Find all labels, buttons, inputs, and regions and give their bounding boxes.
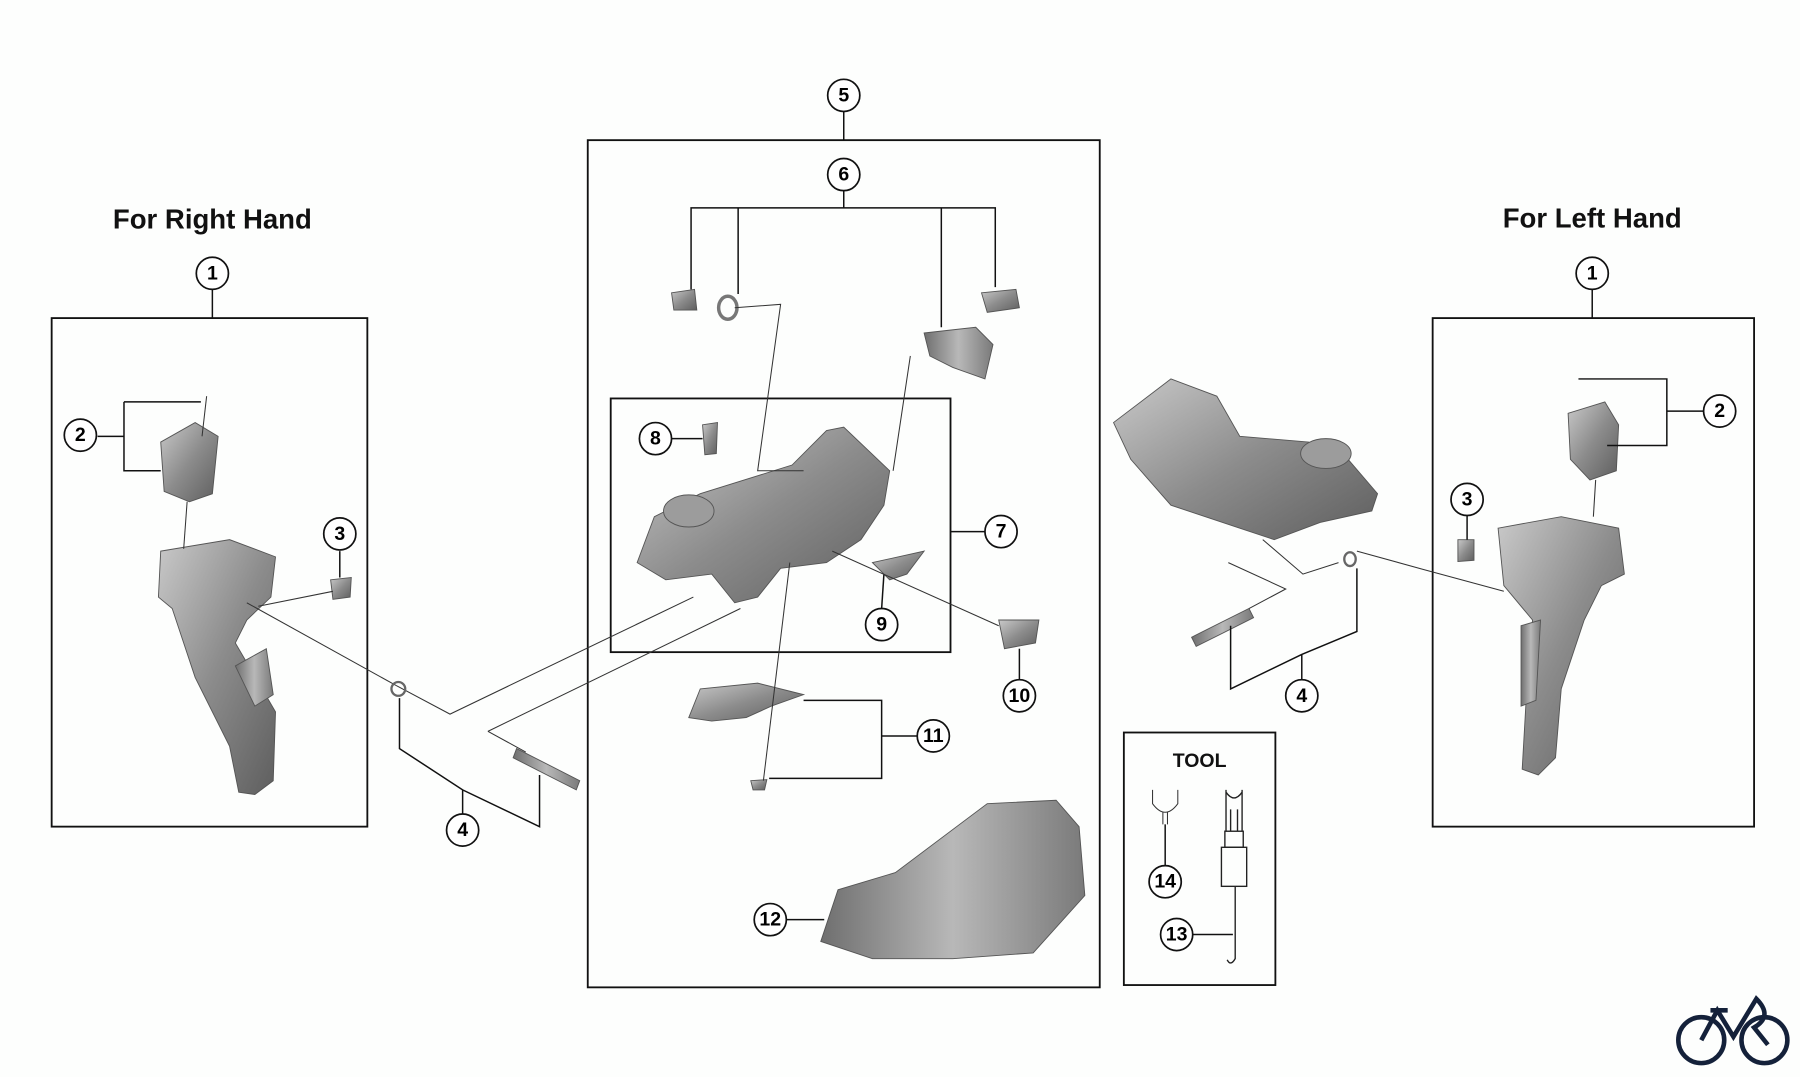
lever-spring-part [871,550,926,581]
clamp-bolt-part [980,288,1020,313]
bracket-body-box [609,397,952,654]
svg-text:1: 1 [1587,262,1598,284]
callout-l3: 3 [1450,482,1485,517]
callout-l4: 4 [1284,678,1319,713]
callout-c10: 10 [1002,678,1037,713]
callout-t13: 13 [1159,917,1194,952]
left-lever-part [1457,401,1625,776]
right-hand-title: For Right Hand [113,204,312,235]
svg-text:8: 8 [650,428,661,450]
svg-text:3: 3 [1462,488,1473,510]
cover-screw-part [750,779,768,791]
bolt-part [671,288,698,311]
left-pin-part [1190,607,1255,648]
svg-text:13: 13 [1166,924,1188,946]
callout-r3: 3 [322,516,357,551]
cover-part [688,682,806,722]
right-lever-part [157,396,352,795]
callout-c6: 6 [826,157,861,192]
callout-t14: 14 [1148,864,1183,899]
e-clip-part [390,680,407,697]
callout-c11: 11 [916,719,951,753]
callout-l2: 2 [1702,394,1737,429]
washer-part [716,294,739,321]
pin-part [512,747,581,791]
svg-text:2: 2 [75,424,86,446]
svg-text:7: 7 [996,521,1007,543]
callout-c12: 12 [753,902,788,937]
svg-text:14: 14 [1154,871,1176,893]
bracket-body-part [636,426,891,604]
svg-text:10: 10 [1009,685,1031,707]
callout-r2: 2 [63,418,98,453]
tool-13 [1220,789,1248,964]
callout-c8: 8 [638,421,673,456]
svg-text:5: 5 [838,84,849,106]
tool-label: TOOL [1173,750,1227,772]
svg-text:1: 1 [207,262,218,284]
svg-text:6: 6 [838,164,849,186]
callout-r1: 1 [195,256,230,291]
left-hand-title: For Left Hand [1503,202,1682,233]
svg-text:11: 11 [923,725,944,747]
svg-text:3: 3 [334,523,345,545]
callout-l1: 1 [1575,256,1610,291]
left-bracket-body-part [1112,378,1379,541]
callout-c7: 7 [984,514,1018,549]
callout-c5: 5 [826,78,861,113]
left-e-clip-part [1343,551,1357,568]
tool-box [1122,731,1277,986]
bicycle-logo-icon[interactable] [1676,995,1790,1066]
svg-text:4: 4 [457,819,468,841]
tool-14 [1152,789,1179,825]
right-hand-lever-box [50,317,369,828]
band-clamp-part [923,326,994,380]
svg-text:2: 2 [1714,400,1725,422]
bracket-cover-part [820,799,1086,960]
svg-text:12: 12 [759,909,781,931]
callout-c9: 9 [864,607,899,642]
svg-text:9: 9 [876,614,887,636]
spring-part [702,422,718,456]
cap-part [998,619,1040,650]
svg-text:4: 4 [1296,685,1307,707]
callout-r4: 4 [445,813,480,848]
